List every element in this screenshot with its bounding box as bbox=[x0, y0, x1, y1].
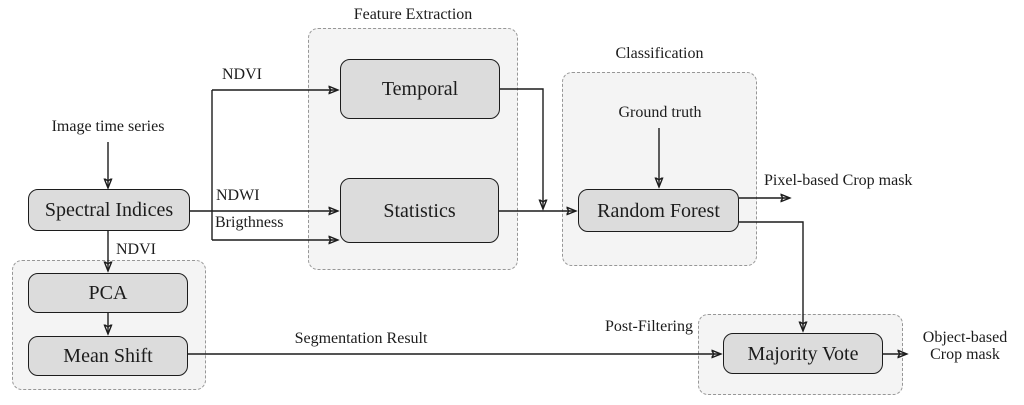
node-statistics: Statistics bbox=[340, 178, 499, 243]
node-temporal: Temporal bbox=[340, 59, 500, 119]
edge-label-ndvi-top: NDVI bbox=[222, 66, 262, 83]
node-spectral-indices: Spectral Indices bbox=[28, 189, 190, 231]
node-pca-label: PCA bbox=[88, 282, 128, 304]
node-random-forest-label: Random Forest bbox=[597, 199, 720, 222]
group-feature-extraction-title: Feature Extraction bbox=[353, 6, 473, 23]
node-spectral-indices-label: Spectral Indices bbox=[44, 199, 174, 221]
group-classification bbox=[562, 72, 757, 266]
group-post-filtering-title: Post-Filtering bbox=[604, 318, 693, 335]
node-statistics-label: Statistics bbox=[383, 199, 456, 222]
node-temporal-label: Temporal bbox=[381, 78, 459, 100]
node-pca: PCA bbox=[28, 273, 188, 313]
node-random-forest: Random Forest bbox=[578, 189, 739, 232]
pixel-based-output-label: Pixel-based Crop mask bbox=[764, 172, 913, 189]
edge-label-ndwi: NDWI bbox=[216, 187, 260, 204]
node-mean-shift-label: Mean Shift bbox=[63, 345, 153, 367]
edge-label-ndvi-down: NDVI bbox=[116, 241, 156, 258]
node-majority-vote-label: Majority Vote bbox=[747, 342, 859, 365]
input-label: Image time series bbox=[51, 118, 165, 135]
group-classification-title: Classification bbox=[615, 45, 704, 62]
object-based-output-line2: Crop mask bbox=[930, 345, 1000, 363]
node-majority-vote: Majority Vote bbox=[723, 333, 883, 374]
object-based-output-label: Object-based Crop mask bbox=[906, 329, 1024, 364]
edge-label-segmentation-result: Segmentation Result bbox=[294, 330, 428, 347]
edge-label-brightness: Brigthness bbox=[215, 214, 284, 231]
node-mean-shift: Mean Shift bbox=[28, 336, 188, 376]
object-based-output-line1: Object-based bbox=[922, 329, 1008, 346]
edge-label-ground-truth: Ground truth bbox=[618, 104, 702, 121]
